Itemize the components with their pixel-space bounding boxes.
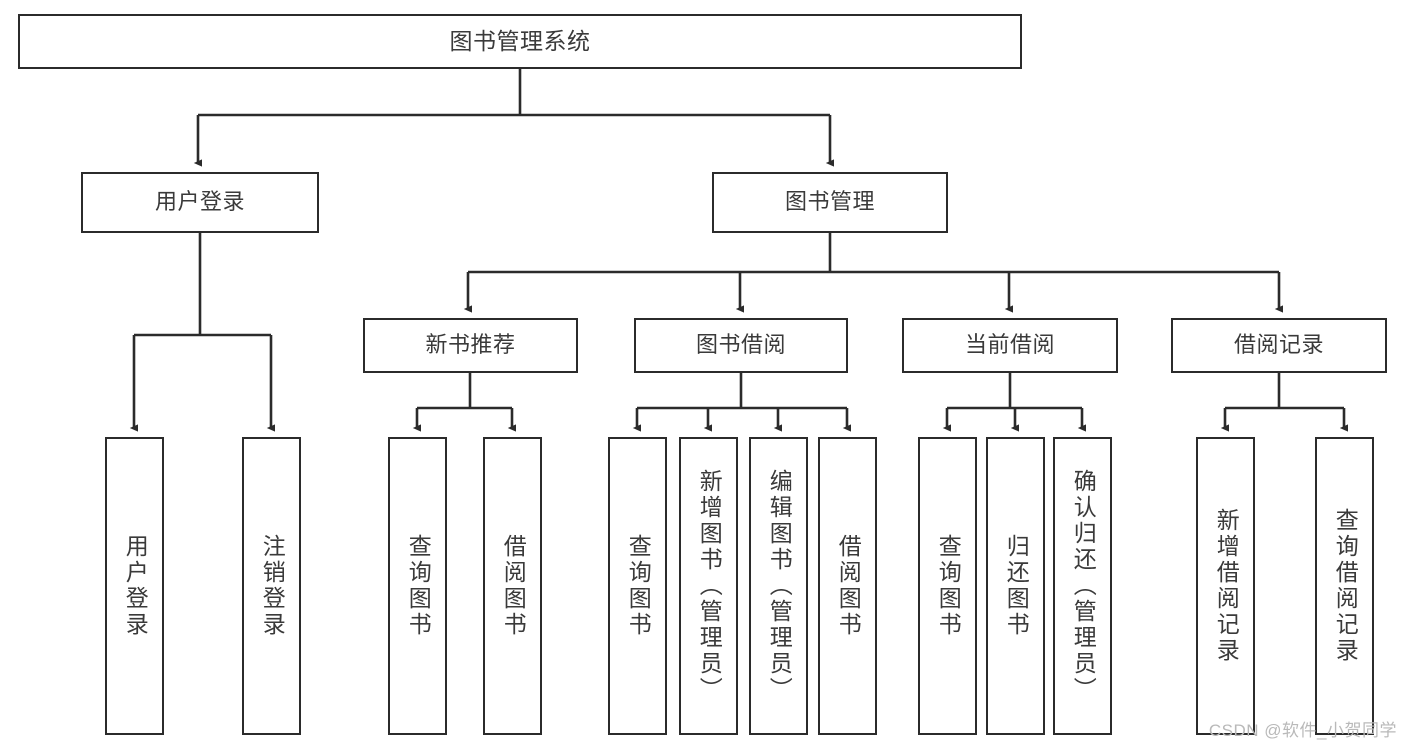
leaf-borrow-book[interactable]: 借阅图书 xyxy=(818,437,877,735)
leaf-confirm-return-admin[interactable]: 确认归还（管理员） xyxy=(1053,437,1112,735)
leaf-logout[interactable]: 注销登录 xyxy=(242,437,301,735)
leaf-add-book-admin[interactable]: 新增图书（管理员） xyxy=(679,437,738,735)
leaf-query-book-recommend[interactable]: 查询图书 xyxy=(388,437,447,735)
leaf-query-borrow-record[interactable]: 查询借阅记录 xyxy=(1315,437,1374,735)
leaf-query-book-current[interactable]: 查询图书 xyxy=(918,437,977,735)
node-book-borrow[interactable]: 图书借阅 xyxy=(634,318,848,373)
leaf-query-book-borrow[interactable]: 查询图书 xyxy=(608,437,667,735)
node-user-login[interactable]: 用户登录 xyxy=(81,172,319,233)
leaf-return-book[interactable]: 归还图书 xyxy=(986,437,1045,735)
leaf-edit-book-admin[interactable]: 编辑图书（管理员） xyxy=(749,437,808,735)
leaf-add-borrow-record[interactable]: 新增借阅记录 xyxy=(1196,437,1255,735)
leaf-borrow-book-recommend[interactable]: 借阅图书 xyxy=(483,437,542,735)
leaf-user-login[interactable]: 用户登录 xyxy=(105,437,164,735)
node-new-book-recommend[interactable]: 新书推荐 xyxy=(363,318,578,373)
node-book-management[interactable]: 图书管理 xyxy=(712,172,948,233)
node-current-borrow[interactable]: 当前借阅 xyxy=(902,318,1118,373)
node-borrow-record[interactable]: 借阅记录 xyxy=(1171,318,1387,373)
node-root[interactable]: 图书管理系统 xyxy=(18,14,1022,69)
watermark: CSDN @软件_小贺同学 xyxy=(1208,721,1397,740)
